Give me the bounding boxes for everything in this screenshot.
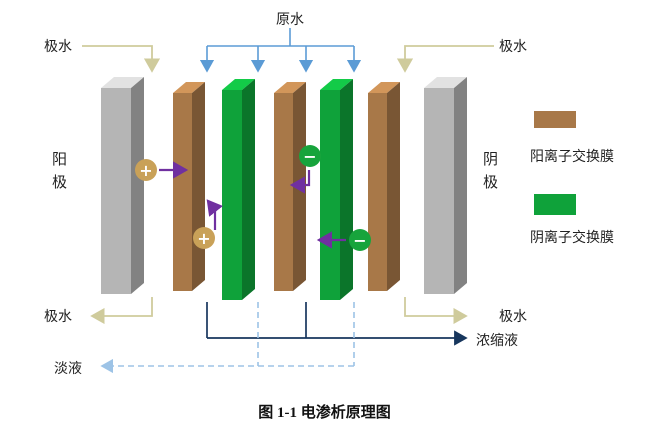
cathode-label: 阴极 [482, 152, 498, 191]
polar-water-label-bottom-left: 极水 [44, 310, 72, 325]
cathode-plate-front [424, 88, 454, 294]
cathode-plate-top [424, 77, 467, 88]
anion-2-circle [349, 229, 371, 251]
legend-anion-label: 阴离子交换膜 [530, 231, 614, 246]
polar-water-label-bottom-right: 极水 [499, 310, 527, 325]
anion-membrane-1 [222, 79, 255, 300]
cation-membrane-2 [274, 82, 306, 291]
concentrate-outlet-lines [206, 302, 468, 346]
anion-membrane-2-front [320, 90, 340, 300]
anode-plate-top [101, 77, 144, 88]
raw-water-label: 原水 [276, 13, 304, 28]
anion-2: − [349, 229, 371, 251]
anion-membrane-1-side [242, 79, 255, 300]
cation-membrane-1-front [173, 93, 192, 291]
anion-2-symbol: − [353, 231, 366, 250]
anion-membrane-2-side [340, 79, 353, 300]
cation-membrane-3-front [368, 93, 387, 291]
cation-membrane-1-top [173, 82, 205, 93]
dilute-label: 淡液 [54, 362, 82, 377]
polar-water-arrow-top-right [396, 45, 494, 73]
cation-1: + [135, 159, 157, 181]
cation-2-symbol: + [197, 229, 210, 248]
anode-label: 阳极 [51, 152, 67, 191]
cation-1-symbol: + [139, 161, 152, 180]
cation-2: + [193, 227, 215, 249]
cathode-plate [424, 77, 467, 294]
polar-water-label-top-left: 极水 [44, 40, 72, 55]
legend-cation-swatch [534, 111, 576, 128]
anion-membrane-2 [320, 79, 353, 300]
anion-membrane-1-front [222, 90, 242, 300]
anode-plate-side [131, 77, 144, 294]
anion-membrane-2-top [320, 79, 353, 90]
cation-membrane-3 [368, 82, 400, 291]
cation-2-circle [193, 227, 215, 249]
polar-water-label-top-right: 极水 [499, 40, 527, 55]
cation-membrane-3-side [387, 82, 400, 291]
anion-1: − [299, 145, 321, 167]
cation-membrane-1 [173, 82, 205, 291]
anion-1-circle [299, 145, 321, 167]
cation-membrane-2-top [274, 82, 306, 93]
cation-membrane-3-top [368, 82, 400, 93]
cathode-plate-side [454, 77, 467, 294]
cation-membrane-1-side [192, 82, 205, 291]
polar-water-arrow-bottom-right [404, 297, 468, 325]
legend-cation-label: 阳离子交换膜 [530, 150, 614, 165]
figure-caption: 图 1-1 电渗析原理图 [258, 405, 391, 421]
anode-plate [101, 77, 144, 294]
anion-1-symbol: − [303, 147, 316, 166]
anion-membrane-1-top [222, 79, 255, 90]
cation-1-circle [135, 159, 157, 181]
polar-water-arrow-bottom-left [90, 297, 153, 325]
ion-migration-arrows [159, 161, 346, 249]
polar-water-arrow-top-left [82, 45, 161, 73]
concentrate-label: 浓缩液 [476, 334, 518, 349]
anion-arrow-deflected [289, 170, 311, 194]
dilute-outlet-lines [100, 302, 355, 374]
anode-plate-front [101, 88, 131, 294]
cation-membrane-2-front [274, 93, 293, 291]
legend-anion-swatch [534, 194, 576, 215]
cation-membrane-2-side [293, 82, 306, 291]
polar-water-lines [82, 45, 494, 325]
raw-water-feed-lines [199, 28, 362, 73]
cation-arrow-deflected [206, 199, 224, 230]
